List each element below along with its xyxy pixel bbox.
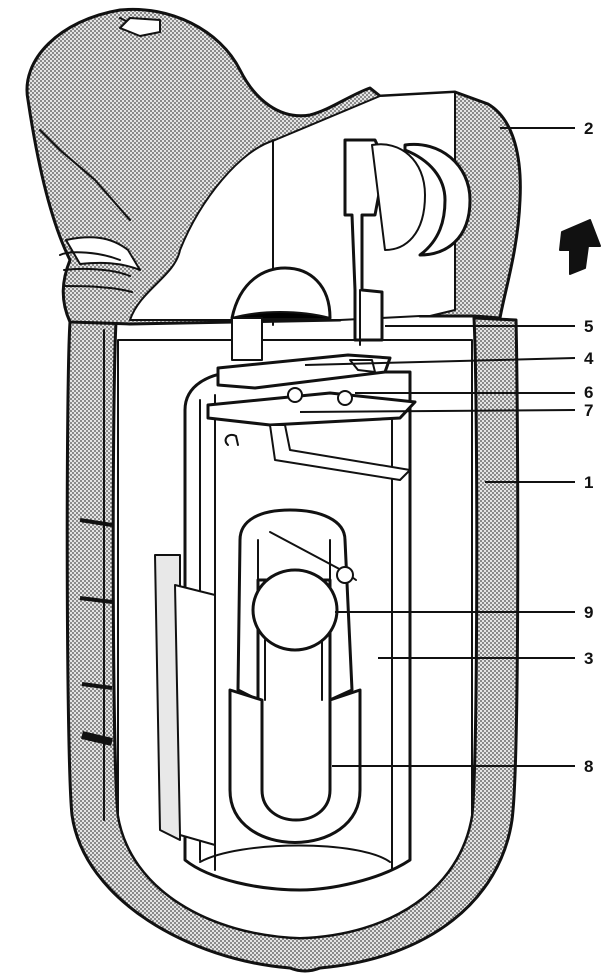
seat-assembly xyxy=(206,138,472,481)
callout-label-7: 7 xyxy=(584,401,593,420)
callout-label-5: 5 xyxy=(584,317,593,336)
float-ball xyxy=(251,568,339,652)
callout-label-1: 1 xyxy=(584,473,593,492)
callout-leaders xyxy=(299,127,576,767)
callout-label-8: 8 xyxy=(584,757,593,776)
float-cage xyxy=(199,508,391,863)
shell-stripes xyxy=(79,518,113,746)
callout-label-6: 6 xyxy=(584,383,593,402)
callout-labels: 2 5 4 6 7 1 9 3 8 xyxy=(584,119,594,776)
callout-label-4: 4 xyxy=(584,349,594,368)
callout-label-9: 9 xyxy=(584,603,593,622)
callout-label-2: 2 xyxy=(584,119,593,138)
flow-direction-arrow-icon xyxy=(559,219,601,275)
siphon-u-tube xyxy=(228,688,362,844)
callout-label-3: 3 xyxy=(584,649,593,668)
